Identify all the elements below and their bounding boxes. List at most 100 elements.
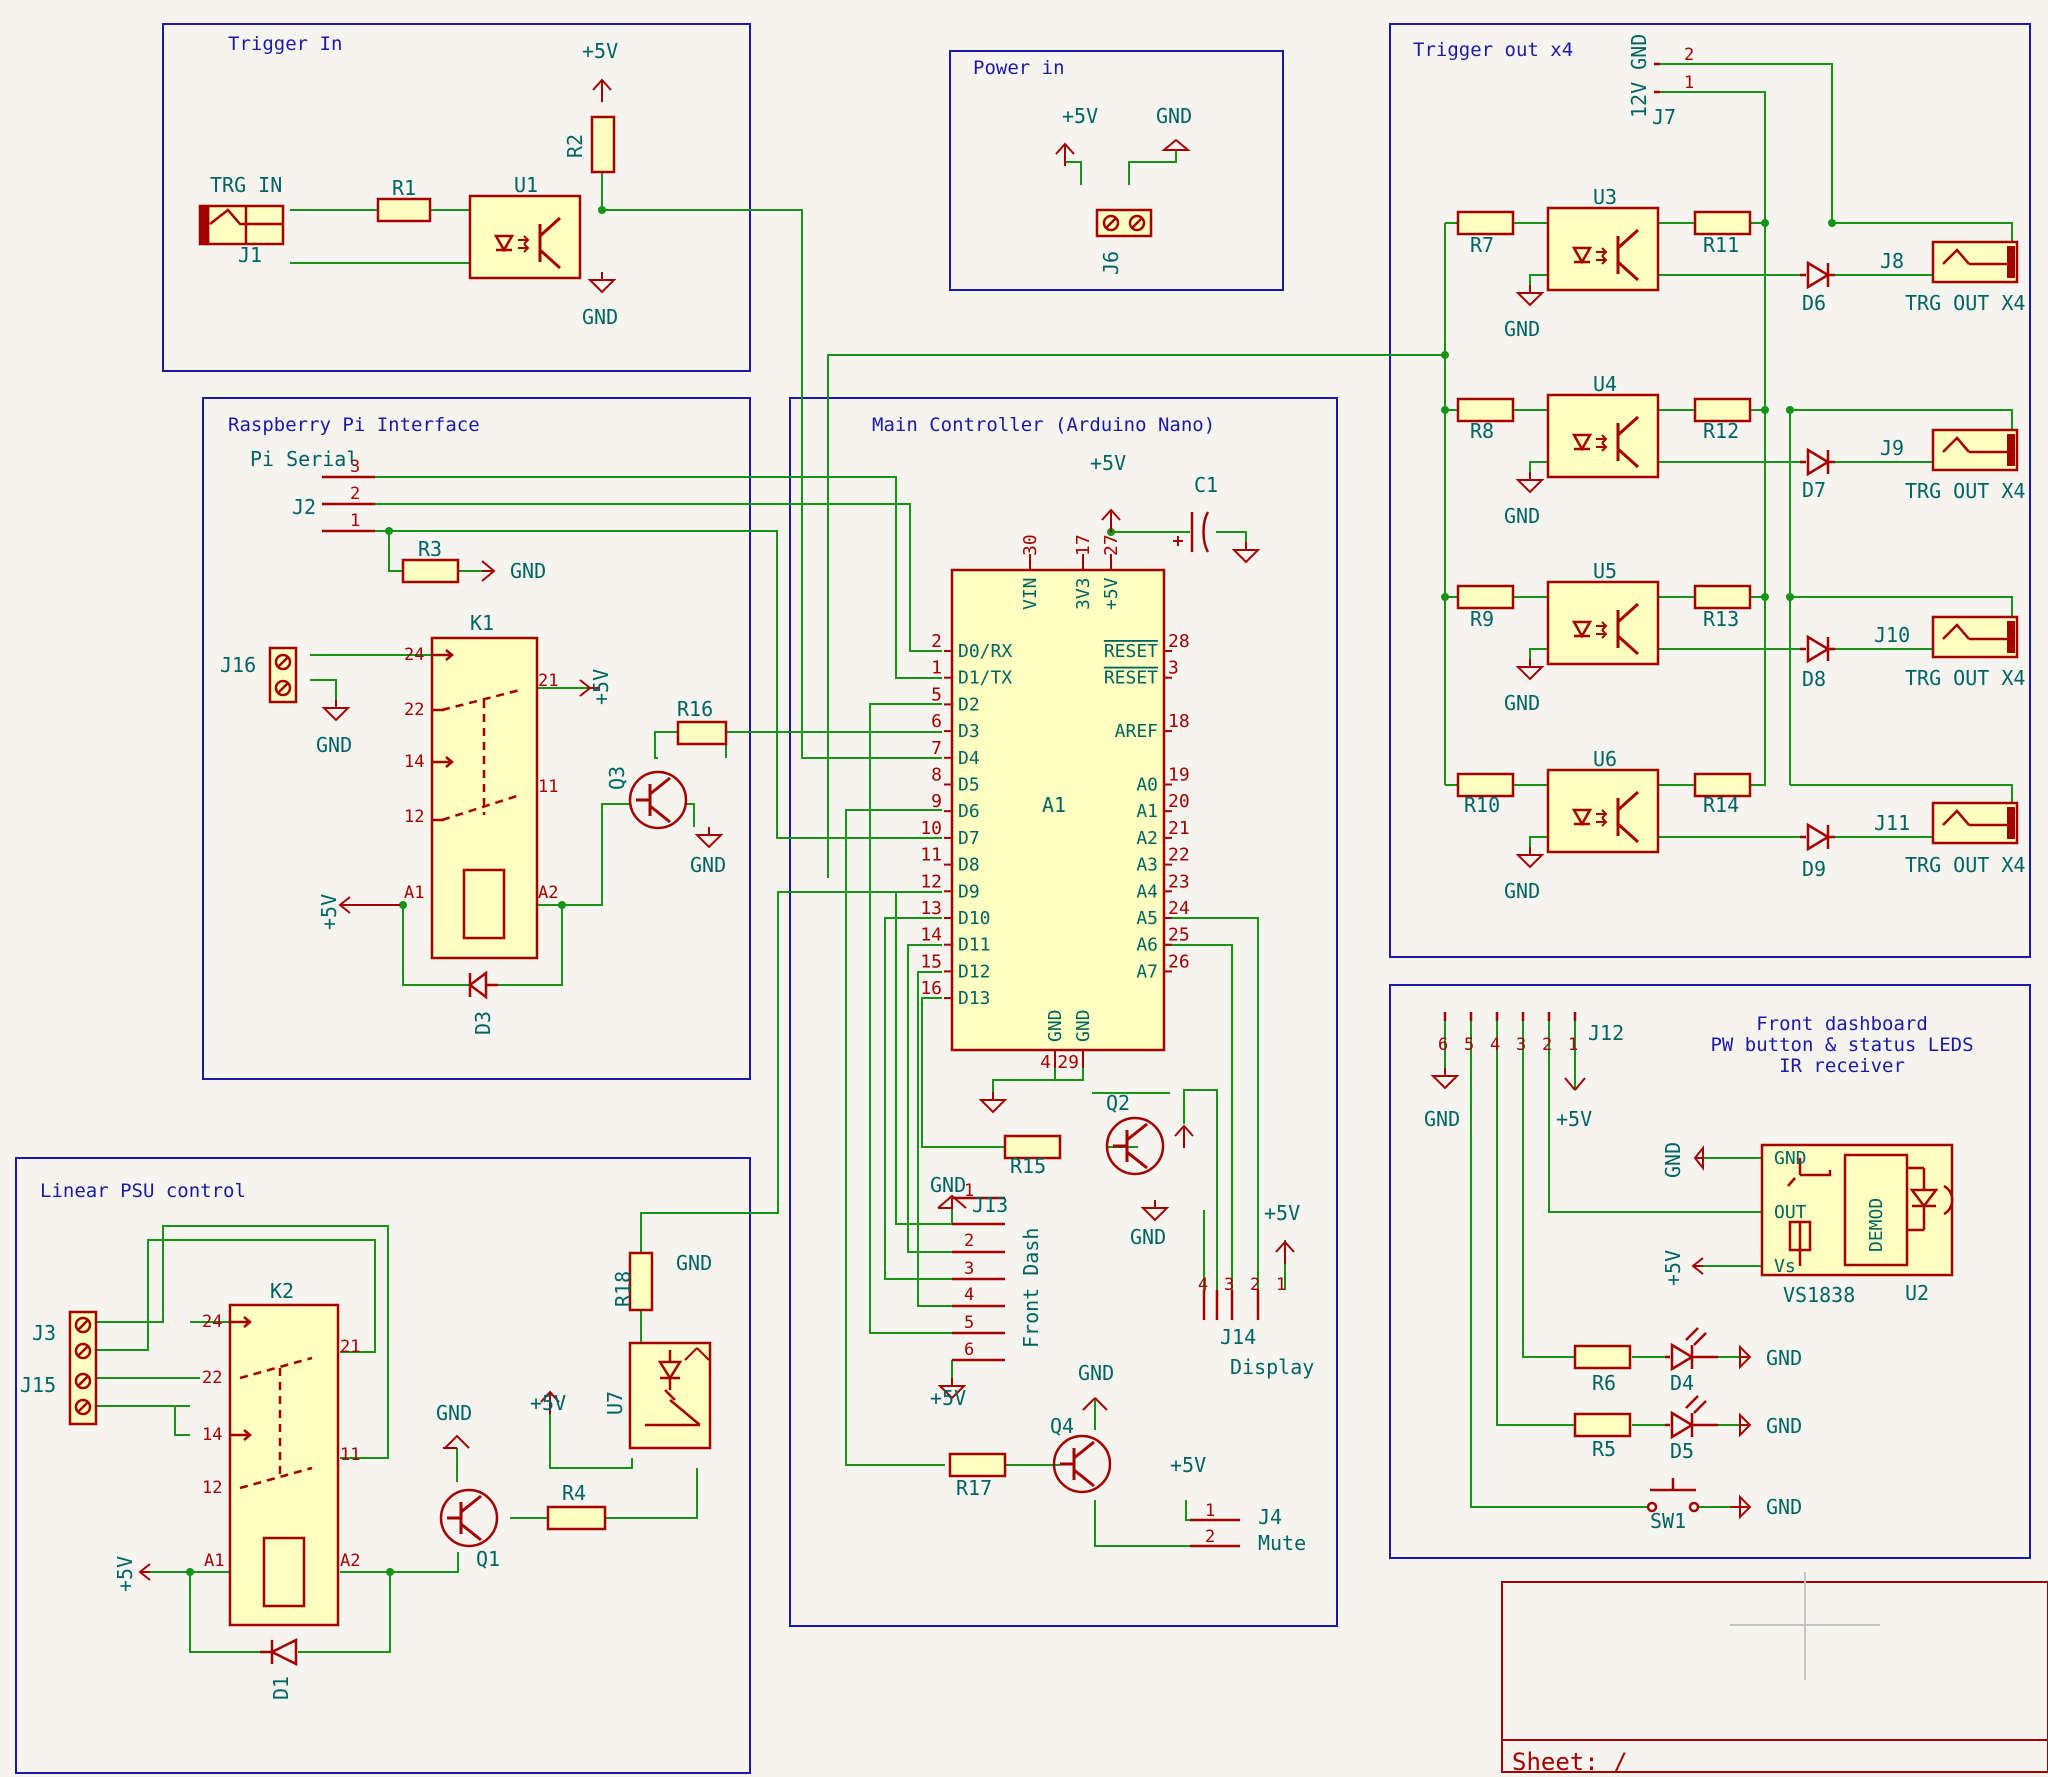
block-front [1389, 984, 2031, 1559]
label-gnd-q2: GND [1130, 1225, 1166, 1249]
ref-r5: R5 [1592, 1437, 1616, 1461]
ref-r7: R7 [1470, 233, 1494, 257]
arduino-bottom-pin-number: 4 [1040, 1052, 1051, 1073]
arduino-right-pin-name: A6 [1136, 935, 1158, 956]
arduino-bottom-pin-name: GND [1045, 1009, 1066, 1042]
k2-pin-24: 24 [202, 1312, 222, 1332]
arduino-left-pin-number: 8 [931, 765, 942, 786]
pin-j13-2: 2 [964, 1231, 974, 1251]
ref-j7: J7 [1652, 105, 1676, 129]
ref-u7: U7 [603, 1391, 627, 1415]
block-rpi [202, 397, 751, 1080]
label-5v-j12: +5V [1556, 1107, 1592, 1131]
ref-q2: Q2 [1106, 1091, 1130, 1115]
arduino-top-pin-number: 17 [1073, 534, 1094, 556]
arduino-right-pin-name: A3 [1136, 855, 1158, 876]
ref-r8: R8 [1470, 419, 1494, 443]
j10-jack [1931, 615, 2019, 659]
label-gnd-u3: GND [1504, 317, 1540, 341]
k1-pin-22: 22 [404, 700, 424, 720]
arduino-left-pin-name: D13 [958, 988, 991, 1009]
label-5v-u7: +5V [530, 1391, 566, 1415]
label-gnd-j16: GND [316, 733, 352, 757]
arduino-left-pin-number: 13 [920, 898, 942, 919]
title-trigger-out: Trigger out x4 [1413, 39, 1573, 61]
label-5v-u2: +5V [1661, 1250, 1685, 1286]
arduino-top-pin-number: 27 [1101, 534, 1122, 556]
ref-u3: U3 [1593, 185, 1617, 209]
arduino-left-pin-number: 7 [931, 738, 942, 759]
pin-j14-2: 2 [1250, 1275, 1260, 1295]
u2-pin-gnd: GND [1774, 1148, 1807, 1169]
ref-q4: Q4 [1050, 1414, 1074, 1438]
ref-j1: J1 [238, 243, 262, 267]
u4-optocoupler [1546, 393, 1660, 479]
arduino-left-pin-number: 10 [920, 818, 942, 839]
arduino-right-pin-number: 18 [1168, 711, 1190, 732]
k1-pin-11: 11 [538, 777, 558, 797]
pin-j12-3: 3 [1516, 1035, 1526, 1055]
arduino-left-pin-name: D5 [958, 775, 980, 796]
block-main [789, 397, 1338, 1627]
arduino-top-pin-name: VIN [1020, 577, 1041, 610]
label-gnd-trg: GND [582, 305, 618, 329]
k1-pin-12: 12 [404, 807, 424, 827]
u1-optocoupler [468, 194, 582, 280]
ref-d4: D4 [1670, 1371, 1694, 1395]
arduino-left-pin-number: 11 [920, 845, 942, 866]
block-trigger-out [1389, 23, 2031, 958]
arduino-right-pin-name: A5 [1136, 908, 1158, 929]
label-gnd-q3: GND [690, 853, 726, 877]
block-trigger-in [162, 23, 751, 372]
label-trg-out-3: TRG OUT X4 [1905, 666, 2025, 690]
arduino-bottom-pin-name: GND [1073, 1009, 1094, 1042]
block-psu [15, 1157, 751, 1774]
u2-pin-out: OUT [1774, 1202, 1807, 1223]
pin-j7-1: 1 [1684, 73, 1694, 93]
label-gnd-u6: GND [1504, 879, 1540, 903]
title-front-1: Front dashboard [1756, 1013, 1928, 1035]
k2-pin-12: 12 [202, 1478, 222, 1498]
arduino-top-pin-name: 3V3 [1073, 577, 1094, 610]
pin-j13-1: 1 [964, 1181, 974, 1201]
arduino-right-pin-name: AREF [1115, 721, 1158, 742]
ref-r4: R4 [562, 1481, 586, 1505]
arduino-right-pin-number: 3 [1168, 658, 1179, 679]
label-gnd-d5: GND [1766, 1414, 1802, 1438]
arduino-right-pin-name: RESET [1104, 668, 1158, 689]
ref-j11: J11 [1874, 811, 1910, 835]
ref-j6: J6 [1099, 251, 1123, 275]
ref-u2: U2 [1905, 1281, 1929, 1305]
pin-j13-6: 6 [964, 1340, 974, 1360]
ref-k1: K1 [470, 611, 494, 635]
arduino-left-pin-name: D3 [958, 721, 980, 742]
pin-j13-4: 4 [964, 1285, 974, 1305]
arduino-left-pin-name: D7 [958, 828, 980, 849]
title-main: Main Controller (Arduino Nano) [872, 414, 1215, 436]
ref-j4: J4 [1258, 1505, 1282, 1529]
ref-u5: U5 [1593, 559, 1617, 583]
ref-d5: D5 [1670, 1439, 1694, 1463]
k2-pin-21: 21 [340, 1337, 360, 1357]
pin-j2-2: 2 [350, 484, 360, 504]
label-gnd-r3: GND [510, 559, 546, 583]
ref-d7: D7 [1802, 478, 1826, 502]
label-gnd-q4: GND [1078, 1361, 1114, 1385]
k2-pin-a1: A1 [204, 1551, 224, 1571]
arduino-left-pin-number: 5 [931, 684, 942, 705]
arduino-left-pin-name: D2 [958, 694, 980, 715]
pin-j12-6: 6 [1438, 1035, 1448, 1055]
arduino-right-pin-number: 25 [1168, 925, 1190, 946]
ref-r15: R15 [1010, 1154, 1046, 1178]
label-pi-serial: Pi Serial [250, 447, 358, 471]
ref-j3: J3 [32, 1321, 56, 1345]
arduino-right-pin-number: 28 [1168, 631, 1190, 652]
label-gnd-j12: GND [1424, 1107, 1460, 1131]
arduino-left-pin-number: 2 [931, 631, 942, 652]
pin-j12-1: 1 [1568, 1035, 1578, 1055]
ref-d6: D6 [1802, 291, 1826, 315]
ref-r16: R16 [677, 697, 713, 721]
pin-j14-1: 1 [1276, 1275, 1286, 1295]
arduino-left-pin-name: D10 [958, 908, 991, 929]
q1-transistor [439, 1488, 499, 1548]
